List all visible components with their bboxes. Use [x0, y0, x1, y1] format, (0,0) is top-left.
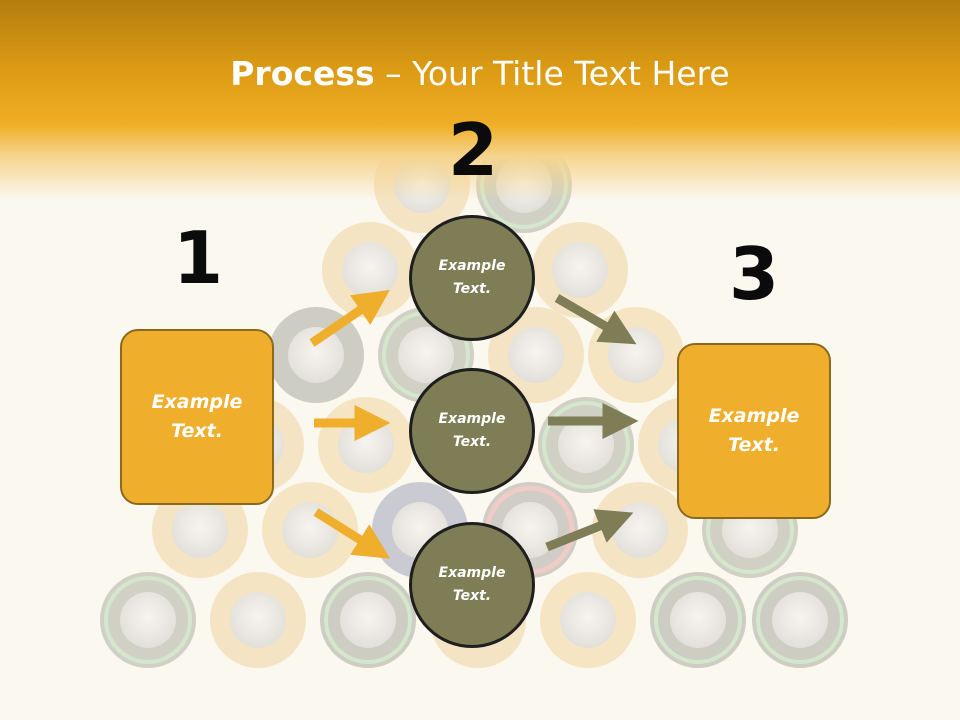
circle-2-text: Example Text.	[438, 411, 506, 450]
arrow-from-circle-3	[545, 509, 634, 552]
slide-title: Process – Your Title Text Here	[0, 52, 960, 96]
title-rest-part: – Your Title Text Here	[374, 54, 730, 93]
left-example-box: Example Text.	[120, 329, 274, 505]
arrow-from-circle-1	[554, 294, 637, 345]
header-band	[0, 0, 960, 200]
circle-1-text: Example Text.	[438, 258, 506, 297]
circle-3-text: Example Text.	[438, 565, 506, 604]
process-circle-3: Example Text.	[409, 522, 535, 648]
arrow-to-circle-1	[309, 289, 390, 347]
right-example-box: Example Text.	[677, 343, 831, 519]
title-bold-part: Process	[230, 54, 375, 93]
process-circle-2: Example Text.	[409, 368, 535, 494]
left-box-text: Example Text.	[151, 391, 243, 442]
process-circle-1: Example Text.	[409, 215, 535, 341]
arrow-to-circle-3	[313, 508, 391, 559]
step-number-1: 1	[172, 216, 224, 300]
right-box-text: Example Text.	[708, 405, 800, 456]
step-number-3: 3	[728, 232, 780, 316]
step-number-2: 2	[447, 108, 499, 192]
